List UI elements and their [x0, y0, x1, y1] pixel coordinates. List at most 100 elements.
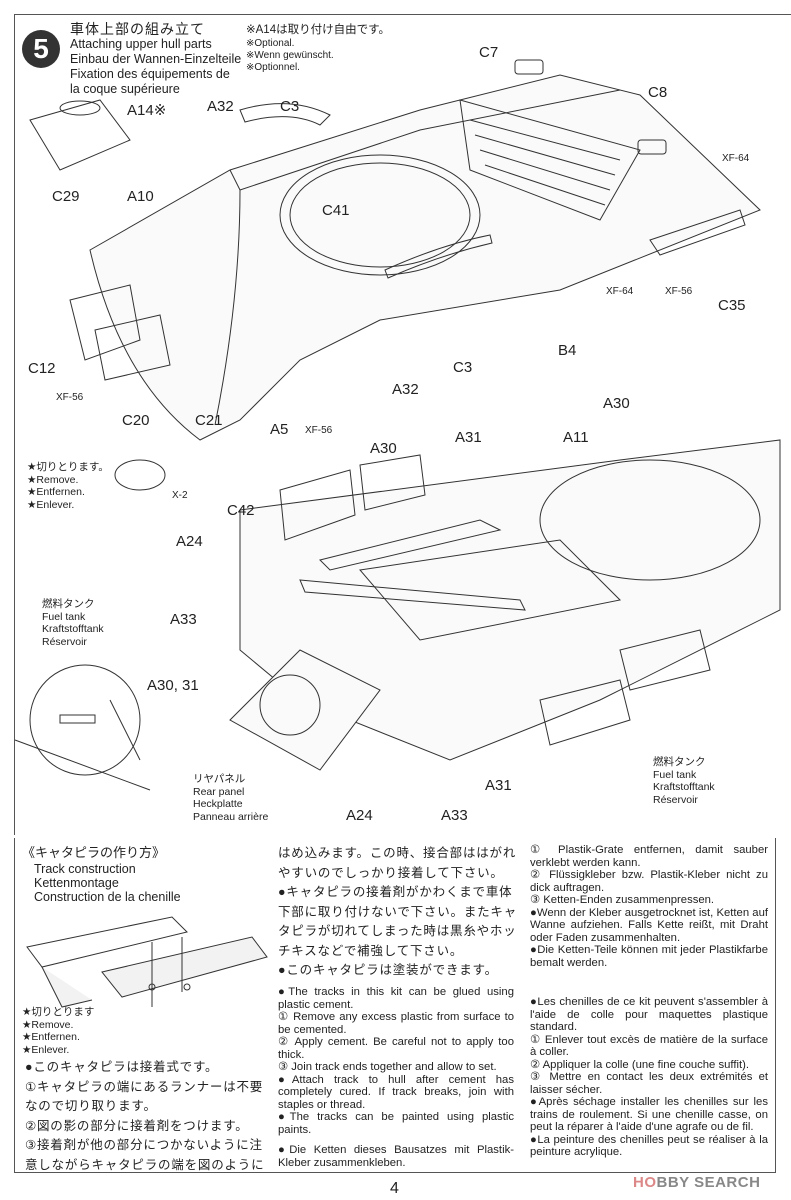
part-c42 [299, 519, 526, 611]
upper-hull-shape [89, 74, 761, 441]
part-label: A32 [392, 381, 419, 398]
part-label: A31 [485, 777, 512, 794]
track-illustration [26, 916, 268, 1008]
part-c3-bottom [384, 234, 493, 279]
part-c3-top [239, 103, 331, 126]
track-title-jp: 《キャタピラの作り方》 [22, 845, 166, 860]
jp-line: 下部に取り付けないで下さい。またキャ [278, 904, 518, 919]
en-line: ●Attach track to hull after cement has c… [278, 1073, 514, 1111]
part-label: C12 [28, 360, 56, 377]
fuel-tanks-a30-top [279, 454, 426, 541]
title-en: Attaching upper hull parts [70, 37, 212, 51]
title-fr-1: Fixation des équipements de [70, 67, 230, 81]
track-title-en: Track construction [34, 862, 136, 876]
fuel-tanks-a30-bottom [539, 629, 711, 746]
remove-jp: ★切りとります [22, 1006, 95, 1018]
rear-panel-label: リヤパネル Rear panel Heckplatte Panneau arri… [193, 773, 268, 823]
de-line: ② Flüssigkleber bzw. Plastik-Kleber nich… [530, 869, 768, 894]
de-line: ●Wenn der Kleber ausgetrocknet ist, Kett… [530, 906, 768, 944]
track-title: 《キャタピラの作り方》 Track construction Kettenmon… [22, 845, 181, 905]
de-intro: ●Die Ketten dieses Bausatzes mit Plastik… [278, 1144, 514, 1169]
fuel-tank-detail-circle [29, 664, 141, 776]
part-label: A30 [370, 440, 397, 457]
jp-line: ③接着剤が他の部分につかないように注 [25, 1138, 263, 1152]
jp-line: ②図の影の部分に接着剤をつけます。 [25, 1118, 249, 1133]
track-en: ●The tracks in this kit can be glued usi… [278, 986, 514, 1169]
part-label: C3 [453, 359, 473, 376]
part-label: A14※ [127, 102, 167, 119]
part-label: C41 [322, 202, 350, 219]
part-x2 [114, 459, 166, 491]
part-label: C35 [718, 297, 746, 314]
en-line: ●The tracks can be painted using plastic… [278, 1111, 514, 1136]
track-title-de: Kettenmontage [34, 876, 119, 890]
part-label: A10 [127, 188, 154, 205]
fuel-tank-left-label: 燃料タンク Fuel tank Kraftstofftank Réservoir [42, 598, 104, 648]
part-label: A24 [176, 533, 203, 550]
hull-assembly-illustration [14, 59, 781, 791]
watermark-prefix: HO [633, 1174, 657, 1191]
part-label: A31 [455, 429, 482, 446]
fuel-jp: 燃料タンク [653, 756, 706, 768]
rear-en: Rear panel [193, 785, 245, 798]
part-a14 [59, 100, 101, 116]
en-line: ●The tracks in this kit can be glued usi… [278, 986, 514, 1011]
jp-line: タピラが切れてしまった時は黒糸やホッ [278, 924, 517, 938]
fr-line: ③ Mettre en contact les deux extrémités … [530, 1071, 768, 1096]
remove-de: ★Entfernen. [27, 486, 85, 498]
fuel-en: Fuel tank [42, 610, 86, 623]
step-title: 車体上部の組み立て Attaching upper hull parts Ein… [70, 22, 241, 97]
paint-label: XF-56 [56, 392, 84, 403]
part-label: A11 [563, 429, 589, 446]
paint-label: XF-64 [722, 153, 750, 164]
fr-line: ●La peinture des chenilles peut se réali… [530, 1133, 768, 1159]
optional-fr: ※Optionnel. [246, 62, 300, 73]
optional-jp: ※A14は取り付け自由です。 [246, 24, 390, 36]
track-links-c12 [69, 284, 171, 381]
track-instructions-frame [14, 838, 776, 1173]
en-line: ① Remove any excess plastic from surface… [278, 1011, 514, 1036]
fr-line: ●Les chenilles de ce kit peuvent s'assem… [530, 996, 768, 1033]
track-jp-left: ●このキャタピラは接着式です。 ①キャタピラの端にあるランナーは不要 なので切り… [25, 1058, 264, 1175]
part-label: C8 [648, 84, 668, 101]
paint-label: XF-64 [606, 286, 634, 297]
title-jp: 車体上部の組み立て [70, 21, 205, 37]
jp-line: ●このキャタピラは塗装ができます。 [278, 963, 498, 977]
step-number-badge: 5 [22, 30, 60, 68]
watermark-logo: HOBBY SEARCH [633, 1174, 760, 1191]
fr-line: ① Enlever tout excès de matière de la su… [530, 1033, 768, 1059]
track-remove-note: ★切りとります ★Remove. ★Entfernen. ★Enlever. [22, 1006, 94, 1056]
part-label: B4 [558, 342, 577, 359]
fuel-de: Kraftstofftank [653, 781, 715, 793]
track-de: ① Plastik-Grate entfernen, damit sauber … [530, 844, 768, 969]
track-jp-mid: はめ込みます。この時、接合部ははがれ やすいのでしっかり接着して下さい。 ●キャ… [278, 844, 517, 981]
part-label: A33 [170, 611, 197, 628]
fuel-de: Kraftstofftank [42, 623, 104, 635]
remove-jp: ★切りとります。 [27, 461, 109, 473]
rear-de: Heckplatte [193, 798, 243, 810]
rear-jp: リヤパネル [193, 773, 246, 785]
step-frame [14, 14, 791, 835]
part-label: C21 [195, 412, 223, 429]
part-label: A30, 31 [147, 677, 199, 694]
part-c35 [649, 209, 746, 256]
remove-en: ★Remove. [22, 1018, 74, 1031]
fr-line: ●Après séchage installer les chenilles s… [530, 1096, 768, 1133]
part-label: C29 [52, 188, 80, 205]
title-fr-2: la coque supérieure [70, 82, 180, 96]
part-label: C20 [122, 412, 150, 429]
fuel-tank-right-label: 燃料タンク Fuel tank Kraftstofftank Réservoir [653, 756, 715, 806]
fr-line: ② Appliquer la colle (une fine couche su… [530, 1058, 750, 1071]
watermark-rest: BBY SEARCH [656, 1174, 761, 1191]
lower-turret-ring [539, 459, 761, 581]
paint-label: XF-56 [665, 286, 693, 297]
part-c7 [514, 59, 544, 75]
optional-de: ※Wenn gewünscht. [246, 50, 334, 61]
jp-line: 意しながらキャタピラの端を図のように [25, 1157, 265, 1172]
track-title-fr: Construction de la chenille [34, 890, 181, 904]
part-label: C7 [479, 44, 499, 61]
turret-ring [279, 154, 481, 276]
optional-en: ※Optional. [246, 38, 295, 49]
en-line: ③ Join track ends together and allow to … [278, 1061, 497, 1073]
remove-en: ★Remove. [27, 473, 79, 486]
